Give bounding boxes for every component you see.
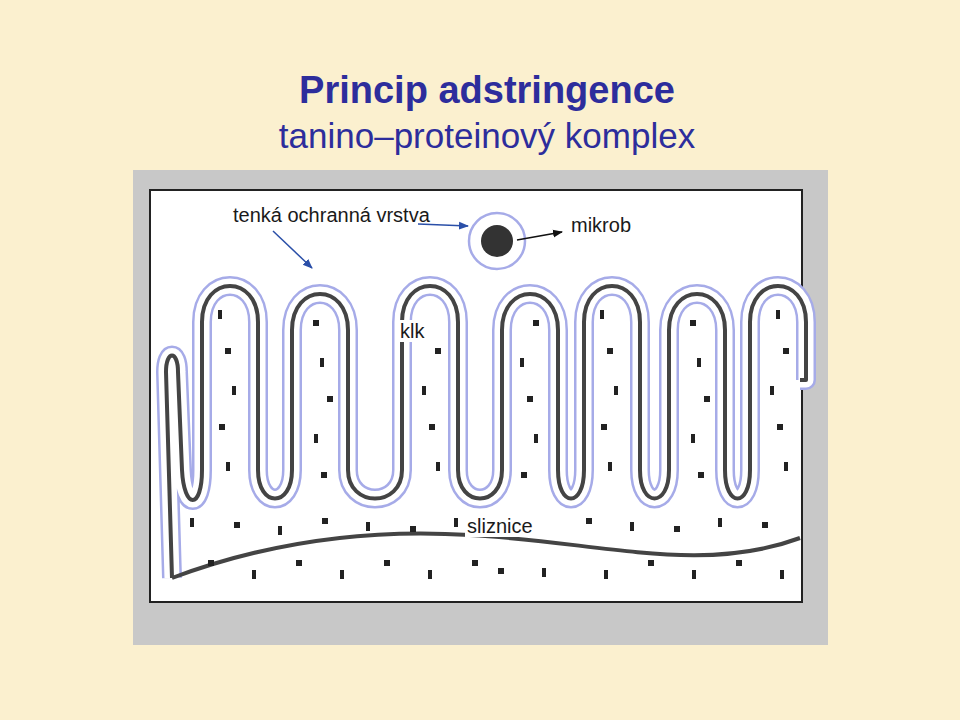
cell-dot [777,424,783,430]
cell-dot [770,386,774,395]
cell-dot [454,518,458,527]
cell-dot [320,358,324,367]
cell-dot [314,434,318,443]
slide-subtitle: tanino–proteinový komplex [279,117,695,156]
cell-dot [327,396,333,402]
cell-dot [630,522,634,531]
cell-dot [520,358,524,367]
villi-tissue [166,286,806,578]
cell-dot [234,522,240,528]
cell-dot [521,472,527,478]
cell-dot [322,518,328,524]
cell-dot [429,424,435,430]
cell-dot [366,522,370,531]
cell-dot [586,518,592,524]
cell-dot [697,358,701,367]
cell-dot [776,310,780,319]
cell-dot [422,386,426,395]
villus-outline [166,286,806,578]
cell-dot [232,386,236,395]
cell-dot [601,424,607,430]
cell-dot [736,560,742,566]
drawing-area [150,190,802,602]
cell-dot [219,424,225,430]
part-label: sliznice [465,515,535,537]
cell-dot [692,570,696,579]
cell-dot [278,526,282,535]
cell-dot [218,310,222,319]
cell-dot [614,386,618,395]
microbe-coating [469,213,525,269]
cell-dot [762,522,768,528]
microbe [481,225,513,257]
cell-dot [783,348,789,354]
cell-dot [436,462,440,471]
cell-dot [208,560,214,566]
cell-dot [190,518,194,527]
cell-dot [296,560,302,566]
cell-dot [340,570,344,579]
leader-line [517,232,562,240]
villus-outline [166,286,806,578]
cell-dot [533,320,539,326]
part-label: mikrob [571,214,631,236]
cell-dot [780,570,784,579]
cell-dot [600,310,604,319]
cell-dots [190,310,789,579]
cell-dot [498,568,504,574]
cell-dot [252,570,256,579]
slide-title: Princip adstringence [299,70,675,112]
cell-dot [428,570,432,579]
cell-dot [542,568,546,577]
cell-dot [313,320,319,326]
part-label: klk [398,320,426,342]
cell-dot [534,434,538,443]
cell-dot [410,526,416,532]
cell-dot [384,560,390,566]
cell-dot [674,526,680,532]
cell-dot [225,348,231,354]
cell-dot [226,462,230,471]
leader-line [273,231,312,268]
cell-dot [648,560,654,566]
villus-outline [166,286,806,578]
cell-dot [472,560,478,566]
cell-dot [604,570,608,579]
cell-dot [691,434,695,443]
submucosa-line [172,533,800,578]
cell-dot [690,320,696,326]
cell-dot [704,396,710,402]
cell-dot [608,462,612,471]
cell-dot [718,518,722,527]
cell-dot [607,348,613,354]
cell-dot [527,396,533,402]
cell-dot [435,348,441,354]
cell-dot [321,472,327,478]
part-label: tenká ochranná vrstva [233,204,430,226]
frame-panel [133,170,828,645]
cell-dot [784,462,788,471]
cell-dot [698,472,704,478]
